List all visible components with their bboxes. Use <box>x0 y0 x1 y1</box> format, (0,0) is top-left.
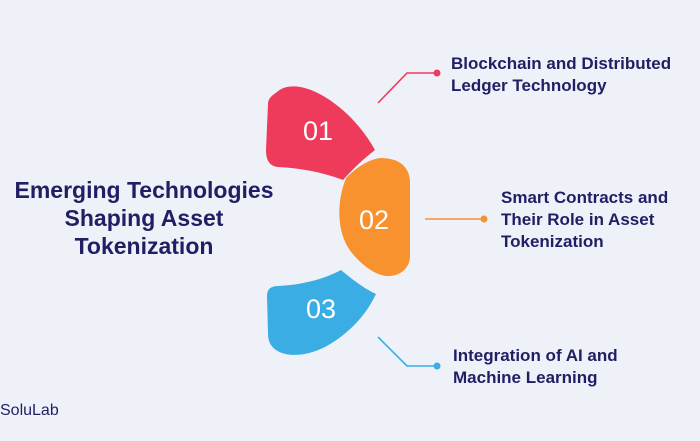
connector-dot-01 <box>433 69 441 77</box>
segment-01-label-line-2: Ledger Technology <box>451 76 607 95</box>
segment-01-number: 01 <box>303 116 333 146</box>
segment-01-label-line-1: Blockchain and Distributed <box>451 54 672 73</box>
segment-03-number: 03 <box>306 294 336 324</box>
connector-line-03 <box>377 336 437 367</box>
segment-03-label: Integration of AI and Machine Learning <box>453 345 618 389</box>
segment-02-label-line-2: Their Role in Asset <box>501 210 655 229</box>
segment-02-label-line-3: Tokenization <box>501 232 604 251</box>
segment-02-label-line-1: Smart Contracts and <box>501 188 669 207</box>
diagram-title: Emerging Technologies Shaping Asset Toke… <box>0 176 294 260</box>
segment-01-label: Blockchain and Distributed Ledger Techno… <box>451 53 671 97</box>
brand-logo-text: SoluLab <box>0 402 59 419</box>
connector-dot-03 <box>433 362 441 370</box>
title-line-1: Emerging Technologies <box>14 177 274 203</box>
segment-02-number: 02 <box>359 205 389 235</box>
connector-line-01 <box>377 72 437 104</box>
segment-02-label: Smart Contracts and Their Role in Asset … <box>501 187 668 253</box>
segment-03-shape <box>267 270 376 355</box>
segment-03-label-line-1: Integration of AI and <box>453 346 618 365</box>
title-line-2: Shaping Asset <box>64 205 224 231</box>
title-line-3: Tokenization <box>74 233 214 259</box>
segment-03-label-line-2: Machine Learning <box>453 368 598 387</box>
connector-dot-02 <box>480 215 488 223</box>
segment-01-shape <box>266 86 375 180</box>
segment-02-shape <box>339 158 410 277</box>
